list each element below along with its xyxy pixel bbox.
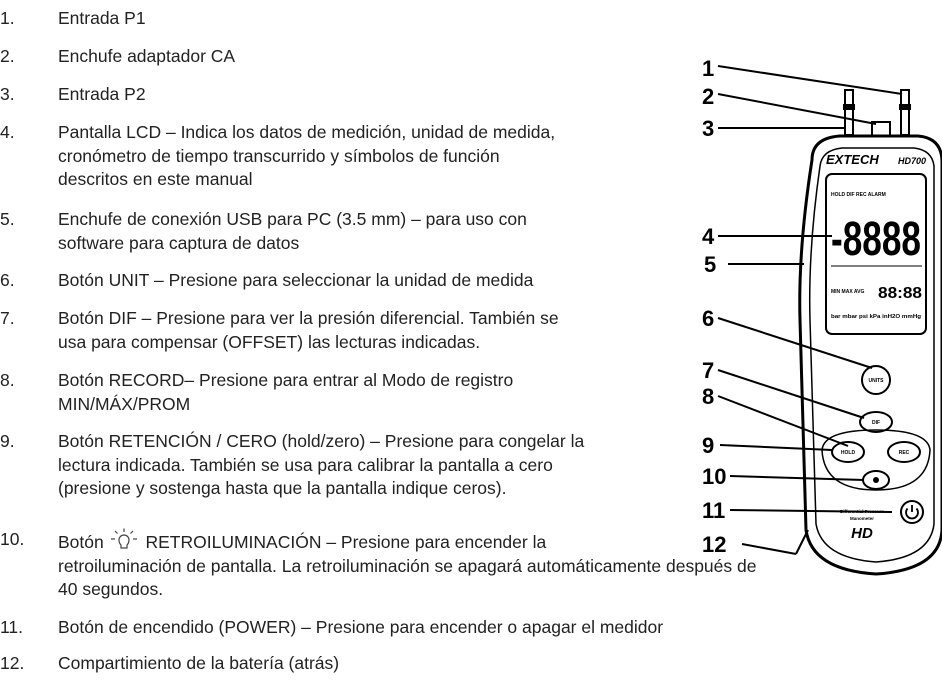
callout-11: 11: [702, 498, 726, 523]
lcd-timer: 88:88: [878, 285, 922, 302]
item-number: 11.: [0, 617, 24, 637]
callout-9: 9: [702, 433, 715, 458]
callout-6: 6: [702, 306, 715, 331]
lcd-min-max-avg: MIN MAX AVG: [831, 289, 864, 295]
item-text: Botón: [58, 532, 104, 552]
item-text: Compartimiento de la batería (atrás): [58, 653, 340, 673]
item-text: Entrada P1: [58, 8, 146, 28]
item-text: RETROILUMINACIÓN – Presione para encende…: [145, 532, 547, 552]
item-text: Botón UNIT – Presione para seleccionar l…: [58, 270, 534, 290]
callout-1: 1: [702, 56, 715, 81]
item-number: 1.: [0, 8, 15, 28]
hold-button-label: HOLD: [841, 450, 856, 456]
dif-button-label: DIF: [872, 420, 880, 426]
p1-inlet-band: [843, 104, 855, 110]
p2-inlet: [900, 89, 910, 136]
p1-inlet: [844, 89, 854, 136]
item-text: Botón DIF – Presione para ver la presión…: [58, 308, 559, 328]
item-text: Botón RECORD– Presione para entrar al Mo…: [58, 370, 514, 390]
callout-10: 10: [702, 464, 727, 489]
item-number: 12.: [0, 653, 25, 673]
device-bezel: [808, 147, 935, 563]
callout-5: 5: [704, 252, 717, 277]
dif-button[interactable]: [859, 411, 893, 433]
rec-button-label: REC: [899, 450, 910, 456]
device-illustration: EXTECH HD700 HOLD DIF REC ALARM -8888 MI…: [700, 50, 942, 690]
item-text: descritos en este manual: [58, 169, 253, 189]
item-text: (presione y sostenga hasta que la pantal…: [58, 478, 507, 498]
item-text: Entrada P2: [58, 84, 146, 104]
item-number: 10.: [0, 529, 25, 549]
item-number: 6.: [0, 270, 15, 290]
backlight-button-icon: [873, 477, 879, 483]
footer-line2: Manometer: [850, 516, 874, 521]
item-text: Pantalla LCD – Indica los datos de medic…: [58, 122, 556, 142]
item-text: Botón de encendido (POWER) – Presione pa…: [58, 617, 664, 637]
item-text: Enchufe de conexión USB para PC (3.5 mm)…: [58, 209, 527, 229]
button-cluster: [821, 429, 931, 491]
model-label: HD700: [898, 156, 926, 166]
callout-12: 12: [702, 532, 727, 557]
lcd-top-annunciators: HOLD DIF REC ALARM: [831, 192, 886, 198]
item-text: Enchufe adaptador CA: [58, 46, 236, 66]
item-number: 4.: [0, 122, 15, 142]
item-text: Botón RETENCIÓN / CERO (hold/zero) – Pre…: [58, 431, 585, 451]
item-number: 7.: [0, 308, 15, 328]
hold-button[interactable]: [831, 441, 865, 463]
footer-logo: HD: [851, 525, 873, 542]
callout-2: 2: [702, 84, 715, 109]
power-icon: [905, 507, 919, 520]
leader-lines: [717, 65, 903, 555]
manometer-drawing: EXTECH HD700 HOLD DIF REC ALARM -8888 MI…: [717, 65, 942, 576]
item-number: 2.: [0, 46, 15, 66]
backlight-icon: [110, 528, 137, 549]
item-number: 9.: [0, 431, 15, 451]
lcd-screen: [825, 173, 927, 335]
callout-3: 3: [702, 116, 715, 141]
item-text: 40 segundos.: [58, 579, 164, 599]
p2-inlet-band: [899, 104, 911, 110]
item-text: MIN/MÁX/PROM: [58, 393, 191, 414]
item-text: software para captura de datos: [58, 232, 300, 253]
unit-button[interactable]: [861, 365, 891, 395]
callout-8: 8: [702, 384, 715, 409]
callout-7: 7: [702, 358, 715, 383]
rec-button[interactable]: [887, 441, 921, 463]
item-text: retroiluminación de pantalla. La retroil…: [58, 555, 757, 576]
callout-4: 4: [702, 224, 715, 249]
item-number: 8.: [0, 370, 15, 390]
item-number: 5.: [0, 209, 15, 229]
lcd-digits: -8888: [831, 213, 921, 266]
brand-label: EXTECH: [826, 152, 879, 167]
item-text: lectura indicada. También se usa para ca…: [58, 454, 553, 475]
item-number: 3.: [0, 84, 15, 104]
item-text: cronómetro de tiempo transcurrido y símb…: [58, 145, 500, 166]
item-text: usa para compensar (OFFSET) las lecturas…: [58, 331, 481, 352]
lcd-units: bar mbar psi kPa inH2O mmHg: [831, 314, 921, 320]
unit-button-label: UNITS: [869, 378, 885, 384]
